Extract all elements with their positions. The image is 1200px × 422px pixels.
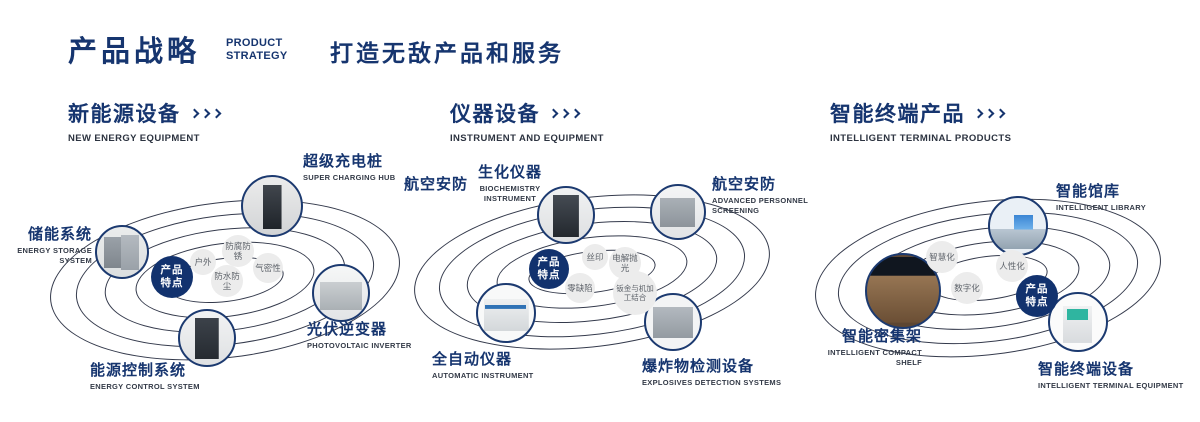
page-title-en-line1: PRODUCT	[226, 37, 283, 49]
label-zh: 航空安防	[404, 176, 469, 193]
page-title-en-line2: STRATEGY	[226, 49, 288, 62]
label-en: BIOCHEMISTRY INSTRUMENT	[479, 184, 541, 203]
label-zh: 光伏逆变器	[307, 321, 388, 338]
label-intelligent-library: 智能馆库 INTELLIGENT LIBRARY	[1056, 183, 1166, 213]
explosives-detection-image	[644, 293, 702, 351]
label-super-charging-hub: 超级充电桩 SUPER CHARGING HUB	[303, 153, 413, 183]
section-subtitle: NEW ENERGY EQUIPMENT	[68, 133, 200, 144]
label-zh: 储能系统	[27, 226, 92, 243]
feature-bubble: 丝印	[582, 244, 608, 270]
label-zh: 智能终端设备	[1038, 361, 1135, 378]
product-features-badge: 产品 特点	[151, 256, 193, 298]
section-header-new-energy: 新能源设备 NEW ENERGY EQUIPMENT	[68, 98, 221, 144]
section-subtitle: INTELLIGENT TERMINAL PRODUCTS	[830, 133, 1012, 144]
intelligent-library-image	[988, 196, 1048, 256]
section-subtitle: INSTRUMENT AND EQUIPMENT	[450, 133, 604, 144]
badge-line1: 产品	[160, 263, 184, 276]
label-photovoltaic-inverter: 光伏逆变器 PHOTOVOLTAIC INVERTER	[307, 321, 419, 351]
feature-bubble: 钣金与机加工结合	[613, 271, 657, 315]
label-en: PHOTOVOLTAIC INVERTER	[307, 341, 412, 350]
slogan: 打造无敌产品和服务	[330, 40, 564, 66]
product-features-badge: 产品 特点	[1016, 275, 1058, 317]
label-intelligent-compact-shelf: 智能密集架 INTELLIGENT COMPACT SHELF	[824, 328, 922, 368]
label-en: EXPLOSIVES DETECTION SYSTEMS	[642, 378, 782, 387]
label-zh: 智能密集架	[841, 328, 922, 345]
chevron-right-icon	[189, 108, 221, 118]
label-en: INTELLIGENT TERMINAL EQUIPMENT	[1038, 381, 1184, 390]
automatic-instrument-image	[476, 283, 536, 343]
label-en: ENERGY STORAGE SYSTEM	[17, 246, 92, 265]
label-biochemistry-instrument: 生化仪器 BIOCHEMISTRY INSTRUMENT	[462, 164, 558, 204]
label-en: INTELLIGENT LIBRARY	[1056, 203, 1147, 212]
label-zh: 全自动仪器	[432, 351, 513, 368]
label-automatic-instrument: 全自动仪器 AUTOMATIC INSTRUMENT	[432, 351, 544, 381]
label-zh: 生化仪器	[477, 164, 542, 181]
badge-line1: 产品	[1025, 282, 1049, 295]
badge-line2: 特点	[537, 269, 561, 281]
label-en: SUPER CHARGING HUB	[303, 173, 396, 182]
feature-bubble: 防水防尘	[211, 265, 243, 297]
section-header-intelligent-terminal: 智能终端产品 INTELLIGENT TERMINAL PRODUCTS	[830, 98, 1011, 144]
energy-storage-image	[95, 225, 149, 279]
biochemistry-instrument-image	[537, 186, 595, 244]
label-zh: 航空安防	[712, 176, 777, 193]
intelligent-compact-shelf-image	[865, 253, 941, 329]
page-title-en: PRODUCT STRATEGY	[226, 37, 287, 62]
label-explosives-detection: 爆炸物检测设备 EXPLOSIVES DETECTION SYSTEMS	[642, 358, 782, 388]
label-en: ADVANCED PERSONNEL SCREENING	[712, 196, 808, 215]
feature-bubble: 防腐防锈	[222, 235, 254, 267]
badge-line2: 特点	[1025, 296, 1049, 308]
badge-line1: 产品	[537, 255, 561, 268]
super-charging-hub-image	[241, 175, 303, 237]
product-features-badge: 产品 特点	[529, 249, 569, 289]
intelligent-terminal-equipment-image	[1048, 292, 1108, 352]
section-title: 智能终端产品	[830, 103, 965, 126]
label-aviation-security-left: 航空安防	[404, 176, 474, 194]
feature-bubble: 数字化	[951, 272, 983, 304]
energy-control-system-image	[178, 309, 236, 367]
section-title: 新能源设备	[68, 103, 181, 126]
badge-line2: 特点	[160, 277, 184, 289]
feature-bubble: 零缺陷	[565, 273, 595, 303]
label-en: AUTOMATIC INSTRUMENT	[432, 371, 534, 380]
label-aviation-security: 航空安防 ADVANCED PERSONNEL SCREENING	[712, 176, 812, 216]
aviation-security-image	[650, 184, 706, 240]
photovoltaic-inverter-image	[312, 264, 370, 322]
chevron-right-icon	[548, 108, 581, 118]
feature-bubble: 户外	[190, 249, 216, 275]
label-en: INTELLIGENT COMPACT SHELF	[827, 348, 922, 367]
feature-bubble: 智慧化	[926, 241, 958, 273]
label-zh: 超级充电桩	[303, 153, 384, 170]
label-en: ENERGY CONTROL SYSTEM	[90, 382, 200, 391]
feature-bubble: 人性化	[996, 250, 1028, 282]
section-title: 仪器设备	[450, 103, 540, 126]
label-energy-storage: 储能系统 ENERGY STORAGE SYSTEM	[4, 226, 92, 266]
label-zh: 智能馆库	[1056, 183, 1121, 200]
section-header-instrument: 仪器设备 INSTRUMENT AND EQUIPMENT	[450, 98, 604, 144]
feature-bubble: 气密性	[253, 253, 283, 283]
label-energy-control-system: 能源控制系统 ENERGY CONTROL SYSTEM	[90, 362, 220, 392]
page-title: 产品战略	[68, 36, 201, 68]
chevron-right-icon	[973, 108, 1006, 118]
label-zh: 爆炸物检测设备	[642, 358, 755, 375]
label-zh: 能源控制系统	[90, 362, 187, 379]
label-intelligent-terminal-equipment: 智能终端设备 INTELLIGENT TERMINAL EQUIPMENT	[1038, 361, 1188, 391]
